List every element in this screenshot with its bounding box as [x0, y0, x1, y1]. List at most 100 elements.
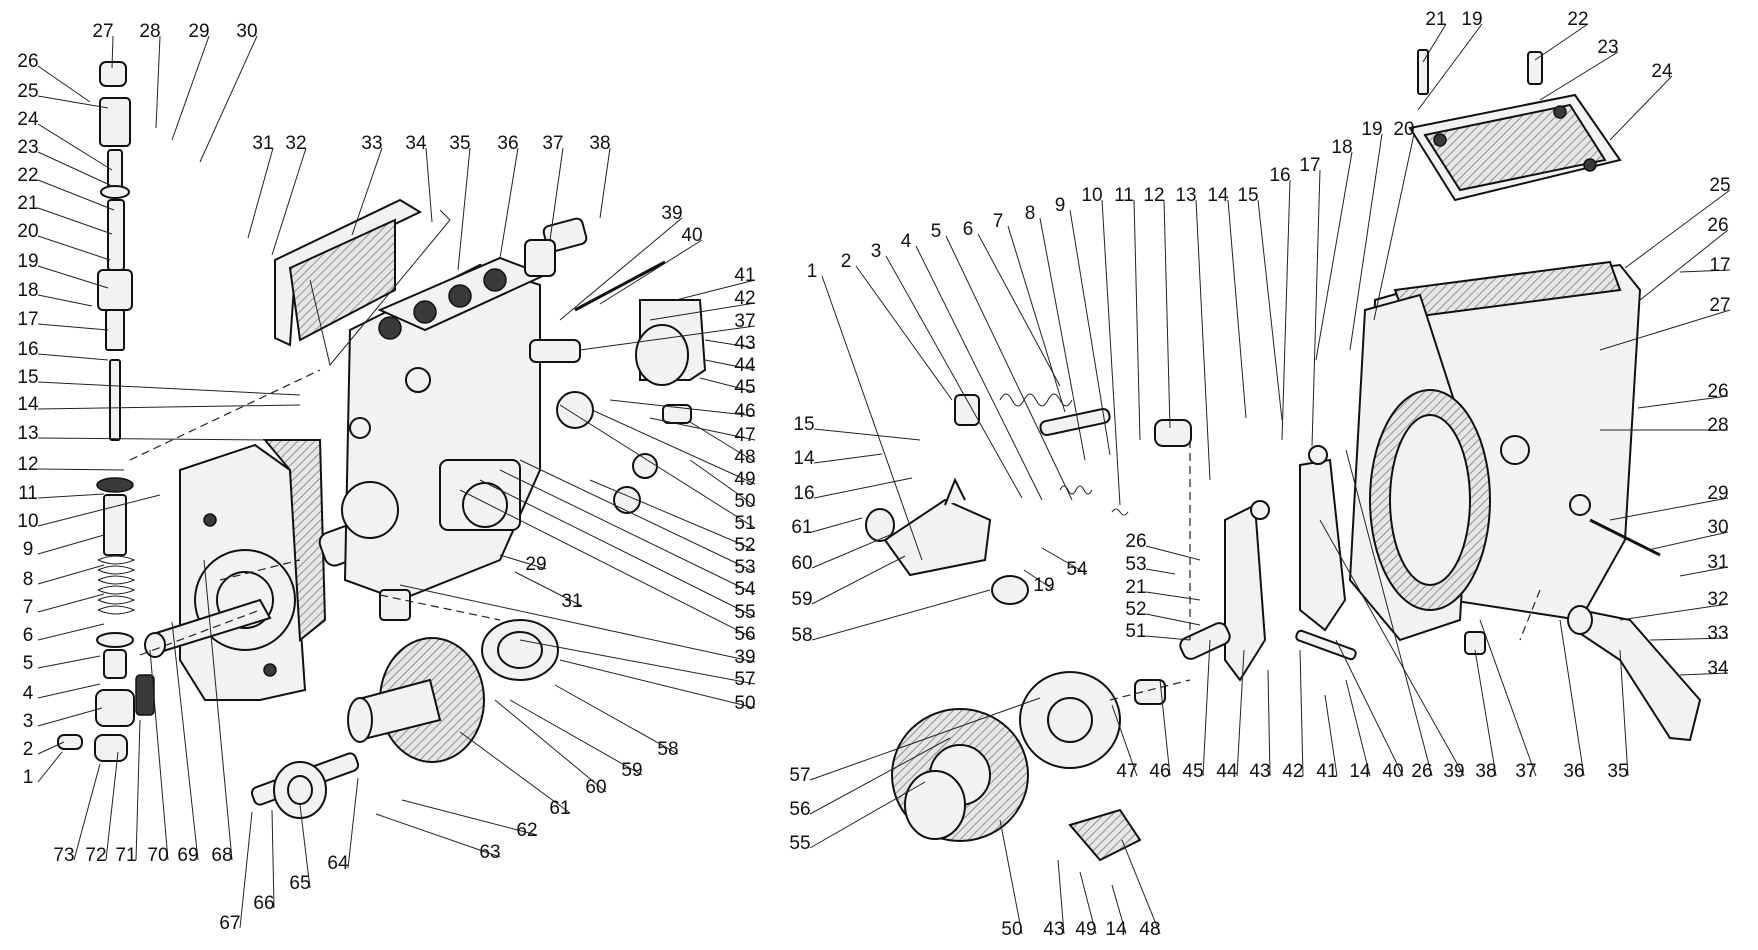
right-callout-number: 14 — [1207, 185, 1229, 206]
right-leader-line — [885, 255, 1023, 499]
left-leader-line — [37, 623, 105, 641]
governor-end-parts — [524, 217, 707, 514]
right-leader-line — [1145, 545, 1201, 561]
left-callout-number: 15 — [17, 367, 38, 388]
right-leader-line — [809, 697, 1041, 781]
right-leader-line — [1145, 568, 1176, 575]
left-leader-line — [649, 417, 756, 441]
left-leader-line — [559, 404, 756, 529]
right-leader-line — [1345, 449, 1433, 777]
right-leader-line — [813, 428, 921, 441]
right-leader-line — [1145, 635, 1191, 641]
right-leader-line — [977, 233, 1061, 387]
right-callout-number: 56 — [789, 799, 810, 820]
left-callout-number: 12 — [17, 454, 38, 475]
left-leader-line — [171, 621, 199, 861]
right-callout-number: 1 — [807, 261, 818, 282]
left-leader-line — [135, 719, 141, 861]
left-leader-line — [37, 655, 101, 669]
right-leader-line — [1373, 133, 1415, 321]
right-callout-number: 41 — [1316, 761, 1337, 782]
left-leader-line — [494, 699, 607, 793]
left-leader-line — [149, 649, 169, 861]
right-leader-line — [1101, 199, 1121, 506]
left-callout-number: 48 — [734, 447, 755, 468]
left-leader-line — [37, 95, 109, 109]
left-leader-line — [609, 399, 756, 417]
right-leader-line — [1624, 189, 1731, 269]
right-leader-line — [1474, 649, 1497, 777]
left-leader-line — [299, 804, 311, 889]
left-callout-number: 47 — [734, 425, 755, 446]
spring — [97, 555, 136, 615]
right-leader-line — [1227, 199, 1247, 419]
right-leader-line — [1539, 51, 1619, 101]
left-callout-number: 32 — [285, 133, 306, 154]
left-leader-line — [599, 147, 611, 219]
left-callout-number: 51 — [734, 513, 755, 534]
right-leader-line — [813, 453, 883, 464]
left-callout-number: 2 — [23, 739, 34, 760]
left-pump-drawing — [57, 61, 707, 819]
right-callout-number: 21 — [1425, 9, 1446, 30]
right-leader-line — [821, 275, 923, 561]
left-callout-number: 39 — [734, 647, 755, 668]
left-callout-number: 35 — [449, 133, 470, 154]
right-callout-number: 29 — [1707, 483, 1728, 504]
right-leader-line — [1023, 569, 1055, 591]
right-callout-number: 38 — [1475, 761, 1496, 782]
right-leader-line — [1534, 23, 1589, 61]
left-callout-number: 7 — [23, 597, 34, 618]
left-leader-line — [599, 239, 703, 305]
right-callout-number: 59 — [791, 589, 812, 610]
left-callout-number: 30 — [236, 21, 257, 42]
right-callout-number: 40 — [1382, 761, 1403, 782]
left-leader-line — [675, 279, 756, 301]
right-callout-number: 16 — [1269, 165, 1290, 186]
left-callout-number: 26 — [17, 51, 38, 72]
left-leader-line — [37, 404, 301, 410]
right-leader-line — [1349, 133, 1383, 351]
left-callout-number: 24 — [17, 109, 39, 130]
left-leader-line — [105, 751, 119, 861]
left-leader-line — [499, 469, 756, 595]
left-leader-line — [37, 323, 109, 331]
left-leader-line — [37, 683, 101, 699]
left-callout-number: 4 — [23, 683, 34, 704]
left-leader-line — [519, 639, 756, 685]
left-callout-number: 62 — [516, 820, 537, 841]
left-callout-number: 14 — [17, 394, 39, 415]
right-leader-line — [1335, 639, 1404, 777]
left-leader-line — [549, 147, 564, 241]
stop-lever — [1464, 605, 1702, 742]
right-leader-line — [1639, 229, 1729, 301]
left-callout-number: 59 — [621, 760, 642, 781]
right-callout-number: 37 — [1515, 761, 1536, 782]
right-callout-number: 46 — [1149, 761, 1170, 782]
left-leader-line — [271, 147, 307, 256]
left-leader-line — [37, 294, 93, 307]
right-callout-number: 49 — [1075, 919, 1096, 940]
right-leader-line — [1319, 519, 1465, 777]
left-callout-number: 13 — [17, 423, 38, 444]
left-leader-line — [73, 763, 101, 861]
left-leader-line — [689, 421, 756, 463]
left-leader-line — [155, 35, 161, 129]
left-leader-line — [579, 325, 756, 351]
left-callout-number: 27 — [92, 21, 113, 42]
right-callout-number: 61 — [791, 517, 812, 538]
left-callout-number: 71 — [115, 845, 136, 866]
left-leader-line — [37, 207, 113, 235]
right-callout-number: 20 — [1393, 119, 1414, 140]
governor-cover — [1408, 49, 1622, 202]
left-callout-number: 33 — [361, 133, 382, 154]
left-leader-line — [351, 147, 383, 236]
left-callout-number: 3 — [23, 711, 34, 732]
right-callout-number: 17 — [1709, 255, 1730, 276]
right-callout-number: 7 — [993, 211, 1004, 232]
pump-body — [341, 256, 548, 621]
left-callout-number: 8 — [23, 569, 34, 590]
left-leader-line — [37, 179, 115, 211]
right-leader-line — [1637, 395, 1729, 409]
